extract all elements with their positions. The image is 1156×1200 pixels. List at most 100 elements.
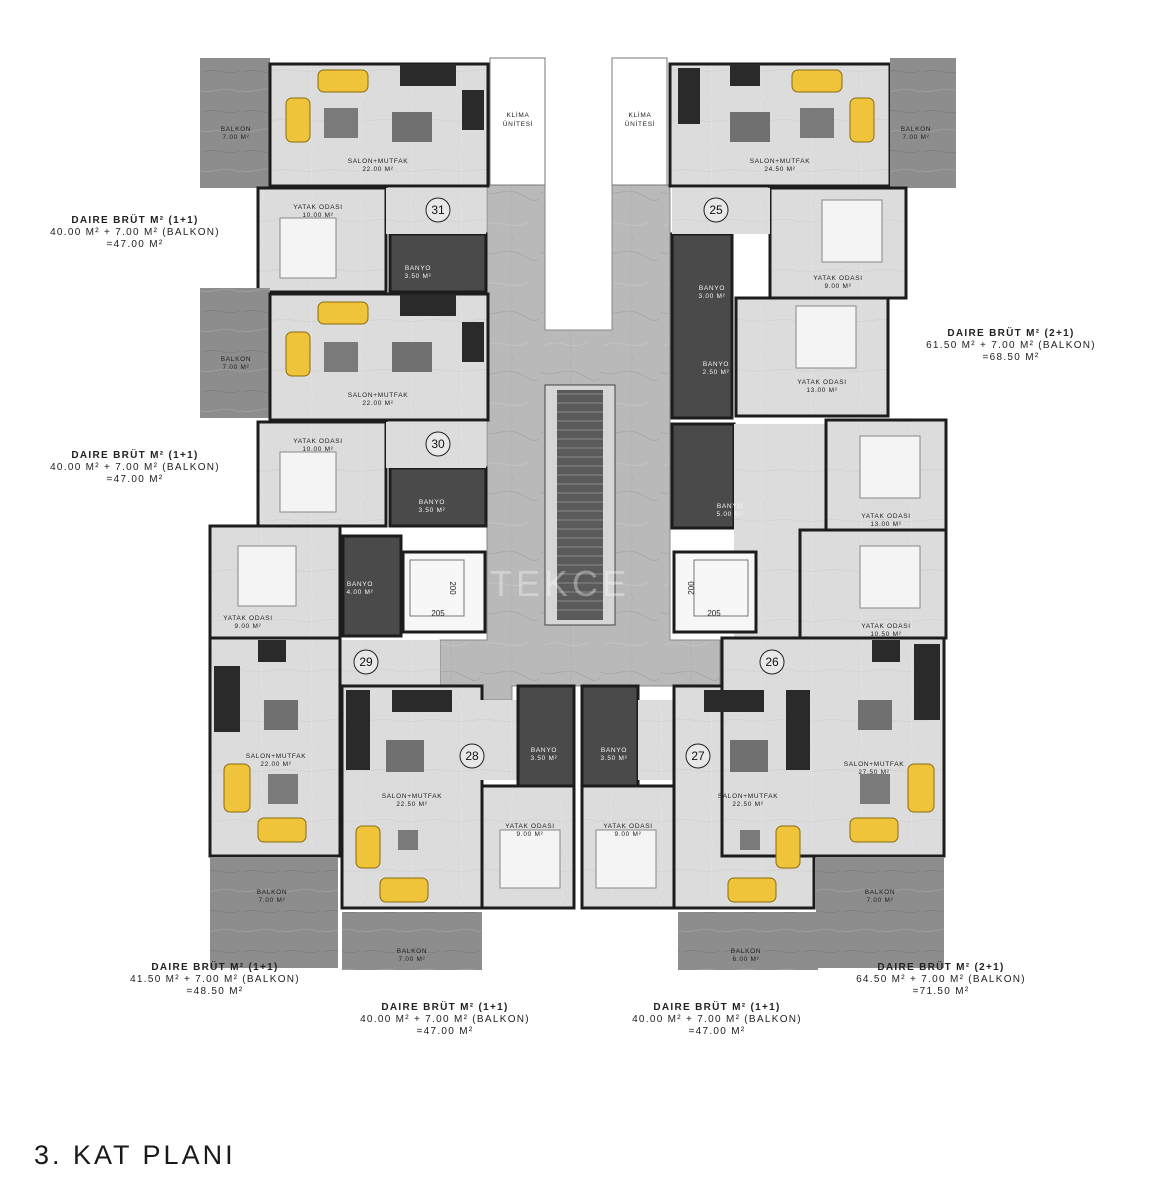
room-area: 3.50 M² — [419, 507, 446, 514]
u28-balkon — [342, 912, 482, 970]
room-area: 9.00 M² — [235, 623, 262, 630]
summary-line: =47.00 M² — [688, 1026, 746, 1037]
room-label: BANYO — [347, 581, 373, 588]
room-label: BANYO — [717, 503, 743, 510]
room-label: SALON+MUTFAK — [718, 793, 779, 800]
room-area: 22.00 M² — [260, 761, 291, 768]
summary-line: =47.00 M² — [106, 474, 164, 485]
unit-number-25: 25 — [709, 203, 723, 217]
summary-line: 40.00 M² + 7.00 M² (BALKON) — [50, 462, 220, 473]
coffee-tables — [268, 108, 890, 850]
u27-banyo — [580, 684, 640, 788]
summary-line: 41.50 M² + 7.00 M² (BALKON) — [130, 974, 300, 985]
summary-line: DAIRE BRÜT M² (2+1) — [877, 962, 1005, 973]
summary-line: 61.50 M² + 7.00 M² (BALKON) — [926, 340, 1096, 351]
summary-line: DAIRE BRÜT M² (1+1) — [653, 1002, 781, 1013]
u29-banyo — [341, 534, 403, 638]
u31-banyo — [388, 232, 488, 294]
elevator-right-width: 205 — [707, 609, 721, 618]
u29-balkon — [210, 858, 338, 968]
room-labels: SALON+MUTFAK 22.00 M² YATAK ODASI 10.00 … — [221, 110, 932, 963]
room-label: SALON+MUTFAK — [750, 158, 811, 165]
summary-line: 64.50 M² + 7.00 M² (BALKON) — [856, 974, 1026, 985]
room-label: BANYO — [531, 747, 557, 754]
room-area: 7.00 M² — [223, 364, 250, 371]
u25-balkon — [890, 58, 956, 188]
elevator-left-width: 205 — [431, 609, 445, 618]
klima-right-area — [611, 57, 668, 186]
unit-number-31: 31 — [431, 203, 445, 217]
room-label: SALON+MUTFAK — [844, 761, 905, 768]
room-area: 9.00 M² — [615, 831, 642, 838]
room-area: 4.00 M² — [347, 589, 374, 596]
watermark: TEKCE — [490, 563, 630, 604]
room-label: YATAK ODASI — [813, 275, 863, 282]
room-label: BALKON — [397, 948, 428, 955]
room-label: KLİMA — [628, 110, 651, 119]
room-area: 13.00 M² — [870, 521, 901, 528]
room-area: 22.00 M² — [362, 400, 393, 407]
kitchen-counters — [214, 64, 940, 770]
room-area: 3.50 M² — [601, 755, 628, 762]
room-label: BALKON — [221, 126, 252, 133]
room-area: 9.00 M² — [825, 283, 852, 290]
u31-balkon — [200, 58, 270, 188]
room-area: 3.50 M² — [531, 755, 558, 762]
summary-line: DAIRE BRÜT M² (2+1) — [947, 328, 1075, 339]
elevator-right — [672, 550, 758, 634]
room-area: 22.00 M² — [362, 166, 393, 173]
room-label: BANYO — [703, 361, 729, 368]
room-label: BALKON — [731, 948, 762, 955]
room-label: ÜNİTESİ — [625, 119, 656, 128]
room-area: 3.50 M² — [405, 273, 432, 280]
room-area: 22.50 M² — [732, 801, 763, 808]
room-label: ÜNİTESİ — [503, 119, 534, 128]
room-label: KLİMA — [506, 110, 529, 119]
room-label: YATAK ODASI — [797, 379, 847, 386]
u30-balkon — [200, 288, 270, 418]
unit-number-30: 30 — [431, 437, 445, 451]
room-label: BALKON — [901, 126, 932, 133]
summary-line: =47.00 M² — [106, 239, 164, 250]
room-label: YATAK ODASI — [223, 615, 273, 622]
room-label: BALKON — [257, 889, 288, 896]
summary-line: =71.50 M² — [912, 986, 970, 997]
u27-balkon — [678, 912, 818, 970]
u28-banyo — [516, 684, 576, 788]
room-label: YATAK ODASI — [293, 204, 343, 211]
u25-banyo — [670, 232, 734, 420]
room-area: 7.00 M² — [903, 134, 930, 141]
unit-number-26: 26 — [765, 655, 779, 669]
unit-number-27: 27 — [691, 749, 705, 763]
room-area: 9.00 M² — [517, 831, 544, 838]
dining-tables — [264, 112, 892, 772]
summary-line: 40.00 M² + 7.00 M² (BALKON) — [632, 1014, 802, 1025]
room-label: BALKON — [865, 889, 896, 896]
elevator-left — [401, 550, 487, 634]
room-label: BANYO — [405, 265, 431, 272]
room-area: 7.00 M² — [223, 134, 250, 141]
summary-line: DAIRE BRÜT M² (1+1) — [71, 450, 199, 461]
room-label: SALON+MUTFAK — [246, 753, 307, 760]
unit-summary-31: DAIRE BRÜT M² (1+1) 40.00 M² + 7.00 M² (… — [25, 215, 245, 251]
summary-line: =68.50 M² — [982, 352, 1040, 363]
room-label: BALKON — [221, 356, 252, 363]
summary-line: =47.00 M² — [416, 1026, 474, 1037]
u30-banyo — [388, 466, 488, 528]
room-area: 7.00 M² — [259, 897, 286, 904]
unit-markers — [353, 197, 785, 769]
room-label: YATAK ODASI — [505, 823, 555, 830]
unit-summary-28: DAIRE BRÜT M² (1+1) 40.00 M² + 7.00 M² (… — [330, 1002, 560, 1038]
summary-line: 40.00 M² + 7.00 M² (BALKON) — [360, 1014, 530, 1025]
room-area: 5.00 M² — [717, 511, 744, 518]
room-label: SALON+MUTFAK — [382, 793, 443, 800]
beds — [237, 199, 921, 889]
room-area: 6.00 M² — [733, 956, 760, 963]
room-label: YATAK ODASI — [293, 438, 343, 445]
room-area: 13.00 M² — [806, 387, 837, 394]
room-label: YATAK ODASI — [603, 823, 653, 830]
room-area: 10.50 M² — [870, 631, 901, 638]
room-area: 10.00 M² — [302, 212, 333, 219]
summary-line: =48.50 M² — [186, 986, 244, 997]
